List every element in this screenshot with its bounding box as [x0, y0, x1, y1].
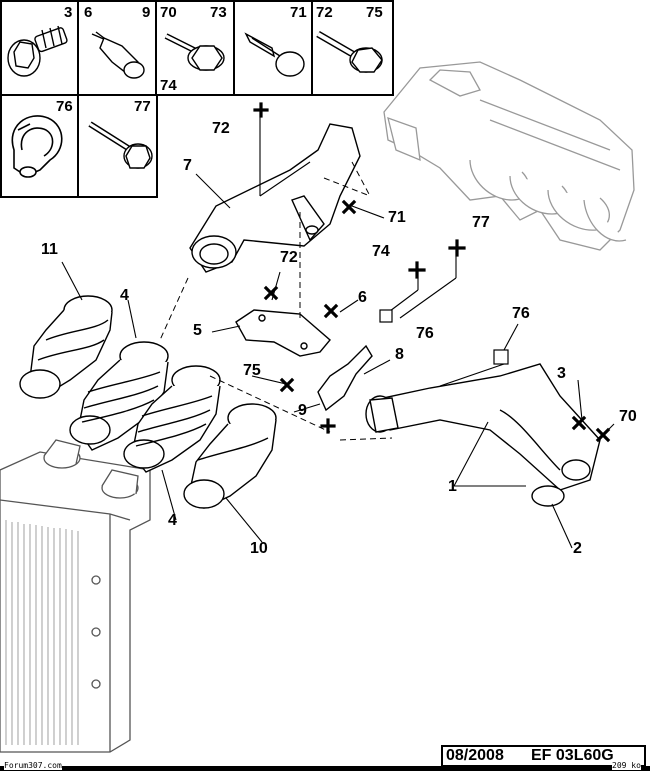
callout-10: 10 [250, 540, 268, 557]
legend-label-76: 76 [56, 98, 73, 115]
seal-2 [531, 485, 565, 507]
bolt-flange-icon [7, 25, 68, 77]
callout-11: 11 [41, 241, 58, 258]
callout-5: 5 [193, 322, 202, 339]
callout-71: 71 [388, 209, 406, 226]
callout-2: 2 [573, 540, 582, 557]
callout-74: 74 [372, 243, 390, 260]
legend-label-3: 3 [64, 4, 73, 21]
intercooler [0, 439, 151, 753]
legend-label-6: 6 [84, 4, 93, 21]
square-markers [379, 309, 509, 365]
bolt-washer-icon [164, 33, 225, 71]
callout-8: 8 [395, 346, 404, 363]
legend-label-70: 70 [160, 4, 177, 21]
intake-manifold [383, 61, 635, 251]
watermark: Forum307.com [4, 761, 62, 770]
bracket-8 [317, 344, 373, 412]
callout-7: 7 [183, 157, 192, 174]
callout-3: 3 [557, 365, 566, 382]
callout-72-top: 72 [212, 120, 230, 137]
legend-label-74: 74 [160, 77, 177, 94]
legend-label-72: 72 [316, 4, 333, 21]
callout-4-upper: 4 [120, 287, 129, 304]
callout-76-right: 76 [512, 305, 530, 322]
bolt-long-flange-icon [88, 121, 153, 169]
sleeve-4-upper [69, 341, 169, 451]
hose-clip-icon [11, 115, 63, 178]
callout-72-mid: 72 [280, 249, 298, 266]
fastener-legend-table [0, 0, 394, 198]
callout-75: 75 [243, 362, 261, 379]
diagram-date: 08/2008 [446, 747, 504, 764]
bracket-5 [235, 309, 331, 357]
callout-70: 70 [619, 408, 637, 425]
file-size: 209 ko [612, 761, 641, 770]
sleeve-10 [183, 403, 277, 509]
screw-tapping-icon [244, 32, 305, 77]
dashed-lines [159, 161, 393, 441]
stud-spacer-icon [91, 31, 145, 79]
callout-76-mid: 76 [416, 325, 434, 342]
callout-4-lower: 4 [168, 512, 177, 529]
air-duct-7 [189, 123, 361, 273]
sleeve-11 [19, 295, 113, 399]
legend-label-75: 75 [366, 4, 383, 21]
sleeve-4-lower [123, 365, 221, 473]
legend-label-77: 77 [134, 98, 151, 115]
diagram-reference: EF 03L60G [531, 747, 614, 764]
callout-6: 6 [358, 289, 367, 306]
long-bolt-icon [316, 30, 383, 73]
legend-label-73: 73 [210, 4, 227, 21]
legend-label-71: 71 [290, 4, 307, 21]
intake-hose-1 [365, 363, 601, 491]
callout-9: 9 [298, 402, 307, 419]
legend-label-9: 9 [142, 4, 151, 21]
callout-1: 1 [448, 478, 457, 495]
callout-77: 77 [472, 214, 490, 231]
cross-markers [253, 102, 611, 443]
bottom-bar [0, 766, 650, 771]
